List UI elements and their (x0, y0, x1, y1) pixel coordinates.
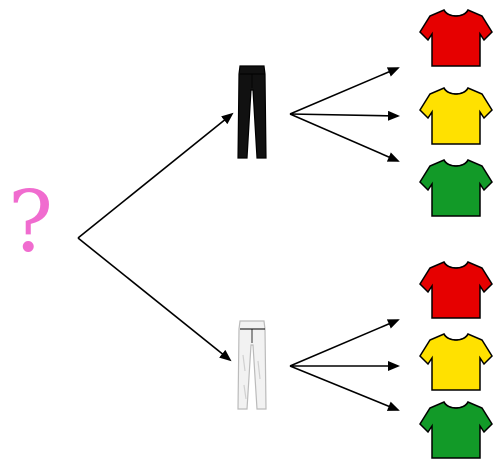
question-mark: ? (8, 173, 54, 271)
arrow-root-to-white-pants (77, 237, 232, 362)
shirt-icon (419, 261, 493, 319)
arrow-black-pants-to-shirt-1 (289, 67, 400, 115)
arrow-black-pants-to-shirt-3 (289, 113, 400, 162)
shirt-icon (419, 9, 493, 67)
arrow-black-pants-to-shirt-2 (289, 110, 400, 121)
shirt-icon (419, 87, 493, 145)
shirt-icon (419, 159, 493, 217)
arrow-white-pants-to-shirt-1 (289, 319, 400, 367)
shirt-icon (419, 333, 493, 391)
white-pants-icon (237, 320, 267, 410)
shirt-icon (419, 401, 493, 459)
black-pants-icon (237, 65, 267, 159)
arrow-white-pants-to-shirt-3 (289, 365, 400, 411)
arrow-root-to-black-pants (77, 112, 234, 239)
